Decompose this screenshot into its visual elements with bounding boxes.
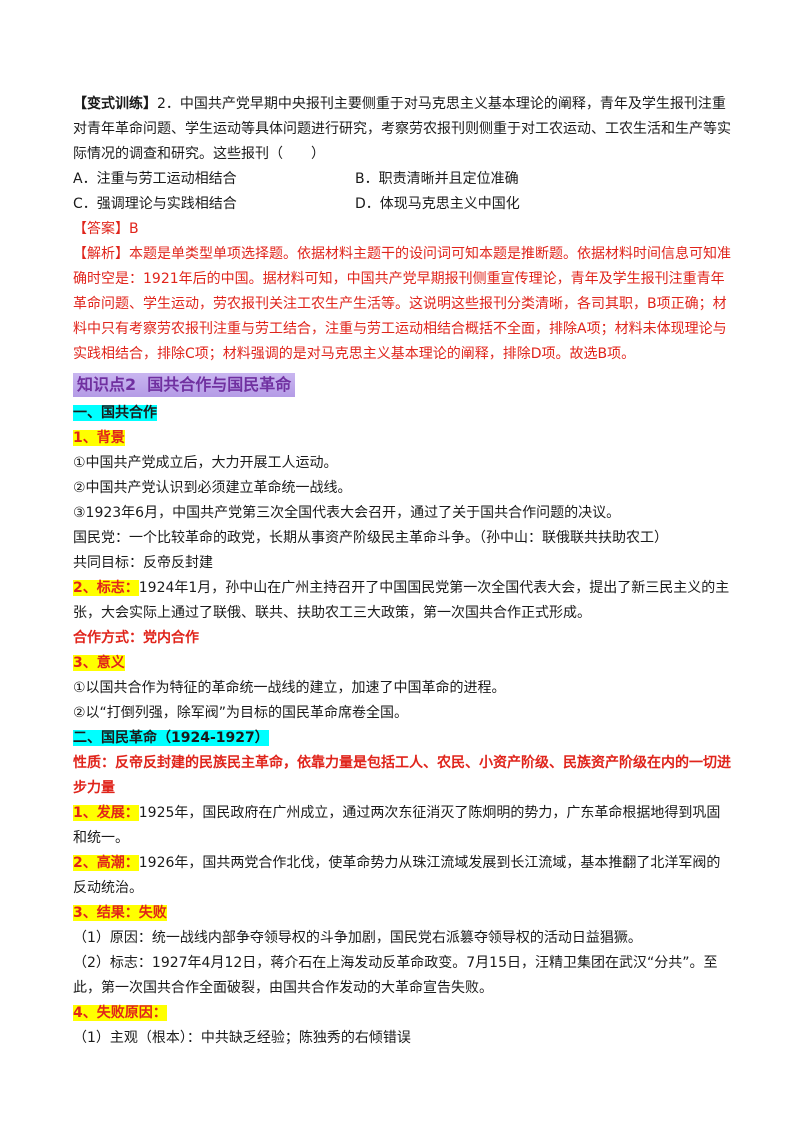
failure-item-1: （1）主观（根本）：中共缺乏经验；陈独秀的右倾错误 <box>73 1030 411 1046</box>
development-text: 1925年，国民政府在广州成立，通过两次东征消灭了陈炯明的势力，广东革命根据地得… <box>73 805 721 846</box>
background-item-1: ①中国共产党成立后，大力开展工人运动。 <box>73 455 338 471</box>
section1-heading: 一、国共合作 <box>73 405 157 421</box>
mark-text: 1924年1月，孙中山在广州主持召开了中国国民党第一次全国代表大会，提出了新三民… <box>73 580 730 621</box>
exercise-tag: 【变式训练】 <box>73 96 157 112</box>
analysis-paragraph: 【解析】本题是单类型单项选择题。依据材料主题干的设问词可知本题是推断题。依据材料… <box>73 242 733 367</box>
background-heading: 1、背景 <box>73 430 125 446</box>
common-goal: 共同目标：反帝反封建 <box>73 555 213 571</box>
knowledge-point-label: 知识点2 <box>77 375 137 394</box>
exercise-stem-paragraph: 【变式训练】2．中国共产党早期中央报刊主要侧重于对马克思主义基本理论的阐释，青年… <box>73 92 733 167</box>
option-b: B．职责清晰并且定位准确 <box>355 171 519 187</box>
failure-heading: 4、失败原因： <box>73 1005 167 1021</box>
option-d: D．体现马克思主义中国化 <box>355 196 520 212</box>
answer: 【答案】B <box>73 221 139 237</box>
section1-heading-line: 一、国共合作 <box>73 401 733 426</box>
climax-paragraph: 2、高潮：1926年，国共两党合作北伐，使革命势力从珠江流域发展到长江流域，基本… <box>73 851 733 901</box>
meaning-item-2: ②以“打倒列强，除军阀”为目标的国民革命席卷全国。 <box>73 705 409 721</box>
knowledge-point-title: 国共合作与国民革命 <box>147 375 292 394</box>
section2-heading: 二、国民革命（1924-1927） <box>73 730 269 746</box>
meaning-heading: 3、意义 <box>73 655 125 671</box>
climax-label: 2、高潮： <box>73 855 139 871</box>
development-paragraph: 1、发展：1925年，国民政府在广州成立，通过两次东征消灭了陈炯明的势力，广东革… <box>73 801 733 851</box>
document-page: 【变式训练】2．中国共产党早期中央报刊主要侧重于对马克思主义基本理论的阐释，青年… <box>73 92 733 1051</box>
result-item-2: （2）标志：1927年4月12日，蒋介石在上海发动反革命政变。7月15日，汪精卫… <box>73 955 718 996</box>
result-heading: 3、结果：失败 <box>73 905 167 921</box>
analysis-tag: 【解析】 <box>73 246 129 262</box>
knowledge-point-banner: 知识点2 国共合作与国民革命 <box>73 373 296 397</box>
result-item-1: （1）原因：统一战线内部争夺领导权的斗争加剧，国民党右派篡夺领导权的活动日益猖獗… <box>73 930 642 946</box>
kmt-description: 国民党：一个比较革命的政党，长期从事资产阶级民主革命斗争。（孙中山：联俄联共扶助… <box>73 530 668 546</box>
exercise-stem: 2．中国共产党早期中央报刊主要侧重于对马克思主义基本理论的阐释，青年及学生报刊注… <box>73 96 731 162</box>
analysis-text: 本题是单类型单项选择题。依据材料主题干的设问词可知本题是推断题。依据材料时间信息… <box>73 246 731 362</box>
mark-label: 2、标志： <box>73 580 139 596</box>
result-heading-line: 3、结果：失败 <box>73 901 733 926</box>
meaning-item-1: ①以国共合作为特征的革命统一战线的建立，加速了中国革命的进程。 <box>73 680 506 696</box>
cooperation-method: 合作方式：党内合作 <box>73 630 199 646</box>
revolution-nature: 性质：反帝反封建的民族民主革命，依靠力量是包括工人、农民、小资产阶级、民族资产阶… <box>73 755 731 796</box>
meaning-heading-line: 3、意义 <box>73 651 733 676</box>
mark-paragraph: 2、标志：1924年1月，孙中山在广州主持召开了中国国民党第一次全国代表大会，提… <box>73 576 733 626</box>
development-label: 1、发展： <box>73 805 139 821</box>
options-row-2: C．强调理论与实践相结合 D．体现马克思主义中国化 <box>73 192 733 217</box>
option-c: C．强调理论与实践相结合 <box>73 196 237 212</box>
background-item-3: ③1923年6月，中国共产党第三次全国代表大会召开，通过了关于国共合作问题的决议… <box>73 505 621 521</box>
section2-heading-line: 二、国民革命（1924-1927） <box>73 726 733 751</box>
climax-text: 1926年，国共两党合作北伐，使革命势力从珠江流域发展到长江流域，基本推翻了北洋… <box>73 855 721 896</box>
background-heading-line: 1、背景 <box>73 426 733 451</box>
option-a: A．注重与劳工运动相结合 <box>73 171 237 187</box>
failure-heading-line: 4、失败原因： <box>73 1001 733 1026</box>
options-row-1: A．注重与劳工运动相结合 B．职责清晰并且定位准确 <box>73 167 733 192</box>
background-item-2: ②中国共产党认识到必须建立革命统一战线。 <box>73 480 352 496</box>
